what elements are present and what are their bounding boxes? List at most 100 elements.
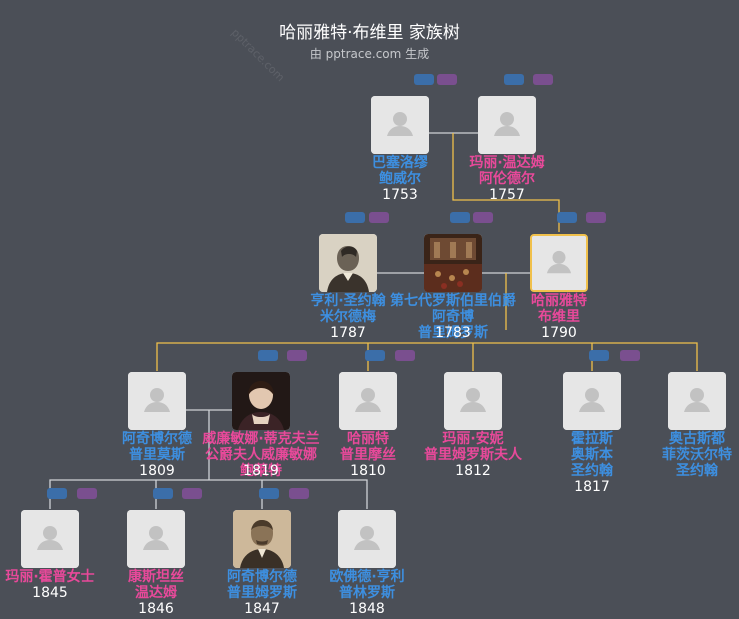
person-name[interactable]: 阿奇博尔德普里莫斯 bbox=[92, 431, 222, 463]
person-name[interactable]: 阿奇博尔德普里姆罗斯 bbox=[197, 569, 327, 601]
expand-ancestors-button[interactable] bbox=[47, 488, 67, 499]
expand-ancestors-button[interactable] bbox=[365, 350, 385, 361]
birth-year: 1812 bbox=[455, 463, 491, 479]
birth-year: 1846 bbox=[138, 601, 174, 617]
person-name[interactable]: 亨利·圣约翰米尔德梅 bbox=[283, 293, 413, 325]
expand-ancestors-button[interactable] bbox=[259, 488, 279, 499]
person-name[interactable]: 威廉敏娜·蒂克夫兰公爵夫人威廉敏娜鲍莱特 bbox=[196, 431, 326, 479]
person-name-line: 圣约翰 bbox=[676, 463, 718, 479]
birth-year: 1787 bbox=[330, 325, 366, 341]
person-name-line: 玛丽·霍普女士 bbox=[5, 569, 95, 585]
person-card-c3[interactable] bbox=[339, 372, 397, 430]
person-card-c6[interactable] bbox=[668, 372, 726, 430]
birth-year: 1845 bbox=[32, 585, 68, 601]
person-name[interactable]: 玛丽·霍普女士 bbox=[0, 569, 115, 585]
expand-spouse-button[interactable] bbox=[473, 212, 493, 223]
expand-ancestors-button[interactable] bbox=[589, 350, 609, 361]
person-name[interactable]: 康斯坦丝温达姆 bbox=[91, 569, 221, 601]
expand-ancestors-button[interactable] bbox=[557, 212, 577, 223]
person-card-g1[interactable] bbox=[21, 510, 79, 568]
birth-year: 1790 bbox=[541, 325, 577, 341]
tree-title: 哈丽雅特·布维里 家族树 bbox=[279, 23, 460, 43]
person-name[interactable]: 哈丽特普里摩丝 bbox=[303, 431, 433, 463]
expand-spouse-button[interactable] bbox=[620, 350, 640, 361]
person-name-line: 霍拉斯 bbox=[571, 431, 613, 447]
person-name-line: 鲍威尔 bbox=[379, 171, 421, 187]
person-name-line: 阿奇博尔德 bbox=[122, 431, 192, 447]
person-name[interactable]: 玛丽·安妮普里姆罗斯夫人 bbox=[408, 431, 538, 463]
person-name[interactable]: 巴塞洛缪鲍威尔 bbox=[335, 155, 465, 187]
person-card-c5[interactable] bbox=[563, 372, 621, 430]
expand-spouse-button[interactable] bbox=[395, 350, 415, 361]
person-name-line: 巴塞洛缪 bbox=[372, 155, 428, 171]
person-card-p2[interactable] bbox=[478, 96, 536, 154]
expand-ancestors-button[interactable] bbox=[504, 74, 524, 85]
person-name-line: 阿奇博尔德 bbox=[227, 569, 297, 585]
person-card-c1[interactable] bbox=[128, 372, 186, 430]
expand-spouse-button[interactable] bbox=[182, 488, 202, 499]
children-bus bbox=[156, 342, 698, 371]
birth-year: 1848 bbox=[349, 601, 385, 617]
birth-year: 1753 bbox=[382, 187, 418, 203]
person-name-line: 奥斯本 bbox=[571, 447, 613, 463]
expand-ancestors-button[interactable] bbox=[414, 74, 434, 85]
birth-year: 1847 bbox=[244, 601, 280, 617]
person-name-line: 哈丽雅特 bbox=[531, 293, 587, 309]
expand-spouse-button[interactable] bbox=[289, 488, 309, 499]
tree-subtitle: 由 pptrace.com 生成 bbox=[309, 47, 430, 61]
person-name[interactable]: 欧佛德·亨利普林罗斯 bbox=[302, 569, 432, 601]
birth-year: 1809 bbox=[139, 463, 175, 479]
expand-spouse-button[interactable] bbox=[437, 74, 457, 85]
person-name-line: 普里摩丝 bbox=[340, 447, 396, 463]
person-name-line: 温达姆 bbox=[135, 585, 177, 601]
person-name-line: 布维里 bbox=[538, 309, 580, 325]
person-name[interactable]: 哈丽雅特布维里 bbox=[494, 293, 624, 325]
expand-spouse-button[interactable] bbox=[77, 488, 97, 499]
person-name[interactable]: 奥古斯都菲茨沃尔特圣约翰 bbox=[632, 431, 739, 479]
person-card-c4[interactable] bbox=[444, 372, 502, 430]
person-card-p1[interactable] bbox=[371, 96, 429, 154]
person-name[interactable]: 第七代罗斯伯里伯爵阿奇博普里姆罗斯 bbox=[388, 293, 518, 341]
expand-ancestors-button[interactable] bbox=[450, 212, 470, 223]
expand-spouse-button[interactable] bbox=[287, 350, 307, 361]
person-name[interactable]: 霍拉斯奥斯本圣约翰 bbox=[527, 431, 657, 479]
person-name-line: 普里姆罗斯 bbox=[418, 325, 488, 341]
person-card-g3[interactable] bbox=[233, 510, 291, 568]
person-name-line: 菲茨沃尔特 bbox=[662, 447, 732, 463]
expand-ancestors-button[interactable] bbox=[153, 488, 173, 499]
expand-spouse-button[interactable] bbox=[533, 74, 553, 85]
birth-year: 1810 bbox=[350, 463, 386, 479]
person-card-g4[interactable] bbox=[338, 510, 396, 568]
person-card-p4[interactable] bbox=[424, 234, 482, 292]
person-card-p5[interactable] bbox=[530, 234, 588, 292]
person-name-line: 阿伦德尔 bbox=[479, 171, 535, 187]
person-name-line: 普里莫斯 bbox=[129, 447, 185, 463]
person-card-p3[interactable] bbox=[319, 234, 377, 292]
expand-spouse-button[interactable] bbox=[586, 212, 606, 223]
person-name-line: 哈丽特 bbox=[347, 431, 389, 447]
person-name-line: 亨利·圣约翰 bbox=[310, 293, 386, 309]
person-name-line: 玛丽·温达姆 bbox=[469, 155, 545, 171]
person-name-line: 奥古斯都 bbox=[669, 431, 725, 447]
expand-ancestors-button[interactable] bbox=[258, 350, 278, 361]
person-name-line: 普里姆罗斯 bbox=[227, 585, 297, 601]
birth-year: 1817 bbox=[574, 479, 610, 495]
person-name-line: 威廉敏娜·蒂克夫兰公爵夫人威廉敏娜 bbox=[202, 431, 320, 463]
person-name-line: 普林罗斯 bbox=[339, 585, 395, 601]
expand-ancestors-button[interactable] bbox=[345, 212, 365, 223]
person-name-line: 玛丽·安妮 bbox=[442, 431, 504, 447]
expand-spouse-button[interactable] bbox=[369, 212, 389, 223]
person-name-line: 普里姆罗斯夫人 bbox=[424, 447, 522, 463]
birth-year: 1783 bbox=[435, 325, 471, 341]
person-name-line: 第七代罗斯伯里伯爵阿奇博 bbox=[390, 293, 516, 325]
person-card-g2[interactable] bbox=[127, 510, 185, 568]
person-name-line: 欧佛德·亨利 bbox=[329, 569, 405, 585]
birth-year: 1757 bbox=[489, 187, 525, 203]
person-card-c2[interactable] bbox=[232, 372, 290, 430]
person-name-line: 康斯坦丝 bbox=[128, 569, 184, 585]
person-name-line: 鲍莱特 bbox=[240, 463, 282, 479]
person-name-line: 圣约翰 bbox=[571, 463, 613, 479]
person-name-line: 米尔德梅 bbox=[320, 309, 376, 325]
person-name[interactable]: 玛丽·温达姆阿伦德尔 bbox=[442, 155, 572, 187]
children-bus bbox=[49, 479, 368, 509]
